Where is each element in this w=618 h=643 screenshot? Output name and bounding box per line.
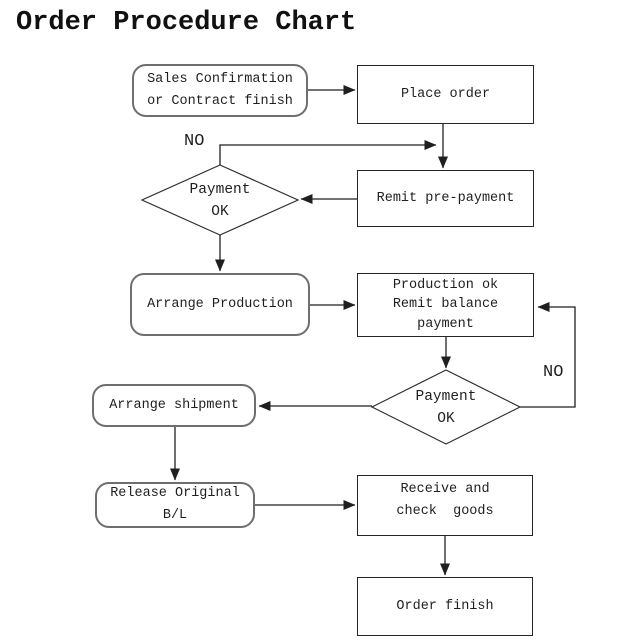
- node-arrange-shipment-line1: Arrange shipment: [109, 397, 239, 413]
- node-production-balance-line1: Production ok: [392, 277, 499, 293]
- node-sales-confirmation: Sales Confirmation or Contract finish: [132, 64, 308, 117]
- edge-payment1-no-loop: [219, 140, 437, 165]
- node-production-balance: Production ok Remit balance payment: [357, 273, 534, 337]
- edge-label-no-payment-1: NO: [184, 132, 205, 151]
- node-order-finish-line1: Order finish: [396, 598, 494, 614]
- node-place-order: Place order: [357, 65, 534, 124]
- node-remit-pre-payment: Remit pre-payment: [357, 170, 534, 227]
- node-release-original-bl-line2: B/L: [162, 508, 188, 523]
- node-arrange-production-line1: Arrange Production: [147, 296, 293, 312]
- node-receive-check-goods-line1: Receive and: [400, 482, 490, 497]
- diamond-payment-ok-2: [370, 369, 522, 445]
- node-release-original-bl-line1: Release Original: [110, 486, 240, 502]
- node-arrange-production: Arrange Production: [130, 273, 310, 336]
- node-receive-check-goods-line2: check goods: [396, 503, 494, 519]
- edge-payment2-no-loop: [520, 302, 576, 408]
- edge-label-no-payment-2: NO: [543, 363, 564, 382]
- node-remit-pre-payment-line1: Remit pre-payment: [376, 190, 515, 206]
- node-production-balance-line3: payment: [417, 316, 474, 332]
- node-place-order-line1: Place order: [400, 86, 491, 102]
- node-sales-confirmation-line1: Sales Confirmation: [147, 71, 293, 87]
- node-release-original-bl: Release Original B/L: [95, 482, 255, 528]
- node-sales-confirmation-line2: or Contract finish: [147, 93, 293, 109]
- node-receive-check-goods: Receive and check goods: [357, 475, 533, 536]
- node-production-balance-line2: Remit balance: [392, 297, 499, 313]
- page-title: Order Procedure Chart: [16, 8, 357, 38]
- diamond-payment-ok-1: [140, 164, 300, 236]
- node-order-finish: Order finish: [357, 577, 533, 636]
- node-arrange-shipment: Arrange shipment: [92, 384, 256, 427]
